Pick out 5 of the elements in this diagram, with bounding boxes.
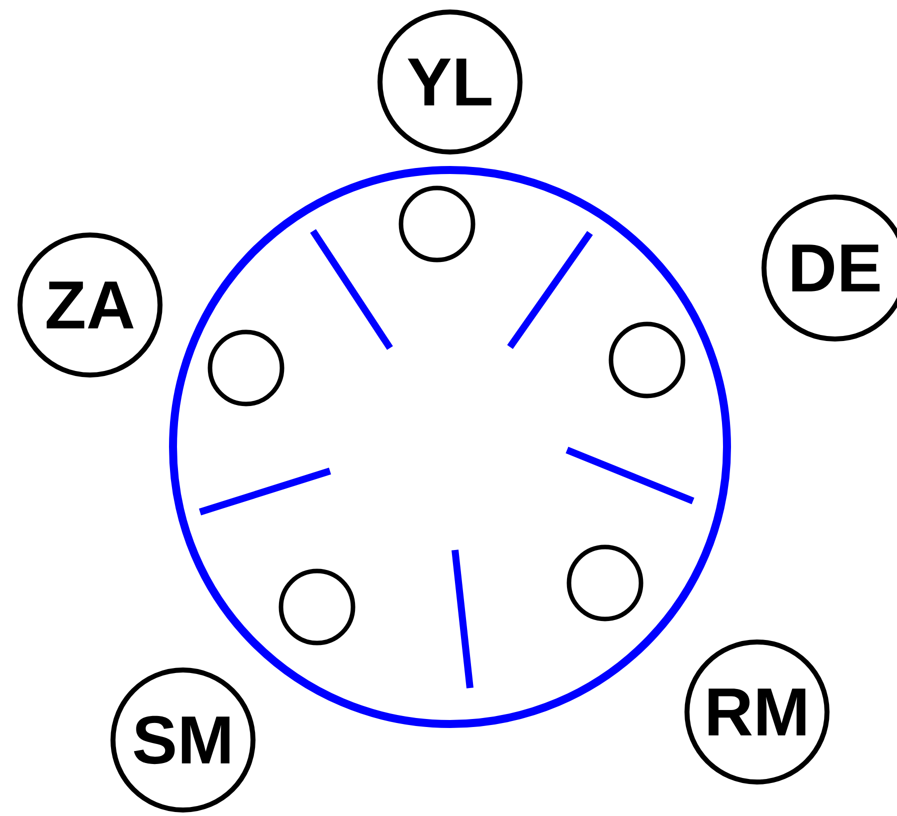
small-circle [208,330,284,406]
small-circle [398,186,476,262]
small-circle [278,568,356,646]
small-circle [608,322,686,398]
small-circle [566,544,644,622]
